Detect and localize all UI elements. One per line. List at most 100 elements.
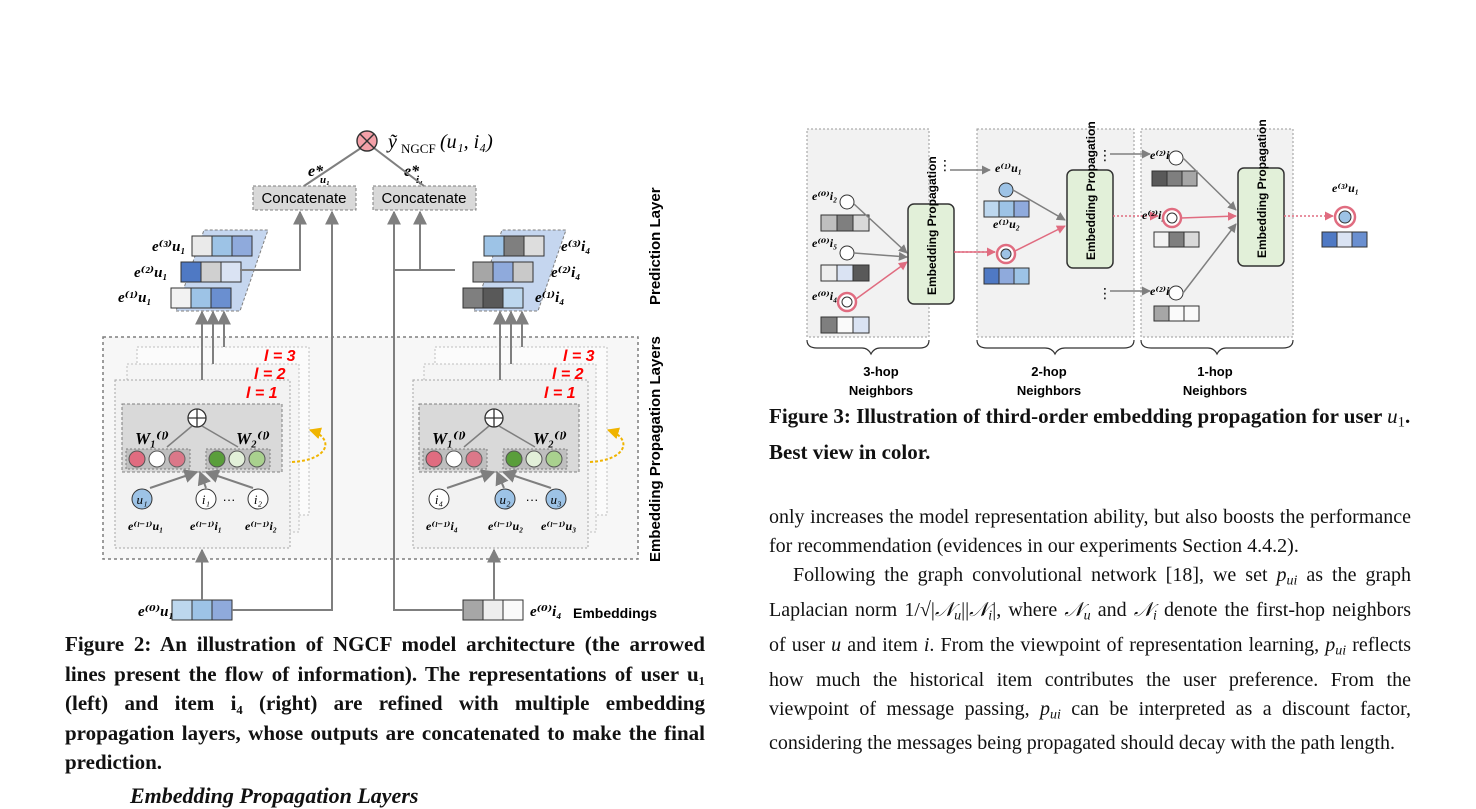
i-symbol: i [923, 633, 930, 656]
embedding-propagation-block-3 [1237, 167, 1285, 267]
left-base-label: e⁽⁰⁾u₁ [138, 604, 174, 620]
col3-label-i1: e⁽²⁾i₁ [1150, 148, 1174, 162]
p2-e: denote the first-hop neighbors of user [769, 599, 1412, 656]
hop2-neighbors: Neighbors [1017, 383, 1081, 398]
right-node-i4: i₄ [435, 492, 444, 507]
paragraph-1: only increases the model representation … [769, 506, 1411, 558]
p2-c: , where [996, 599, 1058, 622]
left-w2-label: W₂⁽ˡ⁾ [236, 429, 270, 448]
right-stack-label-1: e⁽¹⁾i₄ [535, 290, 565, 306]
col1-label-i4: e⁽⁰⁾i₄ [812, 289, 837, 303]
concatenate-right-box [372, 185, 477, 211]
right-stack-label-2: e⁽²⁾i₄ [551, 265, 581, 281]
left-stack-label-1: e⁽¹⁾u₁ [118, 290, 152, 306]
concatenate-right-label: Concatenate [381, 190, 466, 207]
left-recurrence-arrow [291, 427, 327, 463]
block-2-label: Embedding Propagation [1084, 121, 1098, 260]
left-sum-icon [187, 408, 207, 428]
panel-3-hop [806, 128, 930, 338]
p2-d: and [1097, 599, 1127, 622]
right-layer-label-1: l = 1 [544, 385, 576, 402]
right-base-label: e⁽⁰⁾i₄ [530, 604, 562, 620]
n-i-symbol: 𝒩i [1133, 599, 1157, 624]
figure-3-caption-part1: Figure 3: Illustration of third-order em… [769, 404, 1382, 428]
right-ellipsis: ··· [526, 492, 539, 507]
figure-3-caption-var: u [1387, 404, 1398, 428]
left-node-u1: u₁ [136, 492, 147, 507]
col1-label-i5: e⁽⁰⁾i₅ [812, 236, 837, 250]
block-1-label: Embedding Propagation [925, 156, 939, 295]
left-node-label-i2: e⁽ˡ⁻¹⁾i₂ [245, 519, 277, 533]
col3-bottom-ellipsis: ⋮ [1098, 285, 1112, 301]
left-node-i1: i₁ [202, 492, 210, 507]
p-ui-symbol-1: pui [1276, 564, 1298, 589]
prediction-layer-label: Prediction Layer [647, 187, 664, 305]
embedding-propagation-block-2 [1066, 169, 1114, 269]
hop1-label: 1-hop [1197, 364, 1232, 379]
col2-label-u1: e⁽¹⁾u₁ [995, 161, 1022, 175]
e-star-i-sub: i₄ [416, 174, 423, 186]
p2-a: Following the graph convolutional networ… [793, 564, 1268, 587]
brace-1-hop [1140, 339, 1294, 356]
right-sum-icon [484, 408, 504, 428]
embedding-propagation-block-1 [907, 203, 955, 305]
right-w2-label: W₂⁽ˡ⁾ [533, 429, 567, 448]
output-product-icon [356, 130, 378, 152]
hop2-label: 2-hop [1031, 364, 1066, 379]
next-section-heading: Embedding Propagation Layers [130, 783, 418, 809]
col3-label-i3: e⁽²⁾i₃ [1150, 284, 1174, 298]
p2-i: can be interpreted as a discount factor,… [769, 697, 1411, 755]
p2-b: as the graph Laplacian norm [769, 564, 1412, 622]
propagation-layers-label: Embedding Propagation Layers [647, 336, 664, 562]
output-label-u1: e⁽³⁾u₁ [1332, 181, 1359, 195]
left-w1-label: W₁⁽ˡ⁾ [135, 429, 169, 448]
p2-g: . From the viewpoint of representation l… [929, 633, 1320, 656]
left-layer-label-1: l = 1 [246, 385, 278, 402]
figure-2-caption-text: Figure 2: An illustration of NGCF model … [65, 632, 705, 774]
figure-2-caption: Figure 2: An illustration of NGCF model … [65, 630, 705, 778]
p2-h: reflects how much the historical item co… [769, 633, 1412, 720]
left-layer-stack [114, 346, 310, 549]
right-layer-label-3: l = 3 [563, 348, 595, 365]
embeddings-label: Embeddings [573, 605, 657, 621]
paragraph-2: Following the graph convolutional networ… [769, 561, 1411, 758]
p-ui-symbol-3: pui [1039, 697, 1061, 723]
right-base-embedding [462, 599, 524, 621]
right-recurrence-arrow [589, 427, 625, 463]
col1-label-i2: e⁽⁰⁾i₂ [812, 189, 837, 203]
p2-f: and item [847, 633, 918, 656]
concatenate-left-label: Concatenate [261, 190, 346, 207]
brace-2-hop [976, 339, 1135, 356]
hop3-neighbors: Neighbors [849, 383, 913, 398]
col2-label-u2: e⁽¹⁾u₂ [993, 217, 1020, 231]
right-layer-label-2: l = 2 [552, 366, 584, 383]
output-y-args: (u₁, i₄) [440, 131, 493, 153]
output-y-sub: NGCF [401, 141, 436, 156]
right-node-label-u3: e⁽ˡ⁻¹⁾u₃ [541, 519, 576, 533]
left-stack-embeddings [170, 235, 253, 309]
right-stack-label-3: e⁽³⁾i₄ [561, 239, 591, 255]
e-star-i-label: e* [404, 163, 420, 180]
hop1-neighbors: Neighbors [1183, 383, 1247, 398]
left-ellipsis: ··· [223, 492, 236, 507]
figure-3-caption-sub: 1 [1397, 414, 1406, 431]
right-node-u2: u₂ [499, 492, 511, 507]
col3-top-ellipsis: ⋮ [1098, 147, 1112, 163]
right-node-label-u2: e⁽ˡ⁻¹⁾u₂ [488, 519, 523, 533]
right-w1-label: W₁⁽ˡ⁾ [432, 429, 466, 448]
left-layer-label-3: l = 3 [264, 348, 296, 365]
right-stack-embeddings [462, 235, 545, 309]
body-text: only increases the model representation … [769, 503, 1411, 759]
figure-3-caption-part2: . Best view in color. [769, 404, 1411, 465]
figure-2-ngcf-architecture: l = 3 l = 2 l = 1 l = 3 l = 2 l = 1 W₁⁽ˡ… [102, 130, 664, 621]
left-stack-label-3: e⁽³⁾u₁ [152, 239, 186, 255]
brace-3-hop [806, 339, 930, 356]
block-3-label: Embedding Propagation [1255, 120, 1269, 258]
figure-3-third-order-propagation: e⁽⁰⁾i₂ e⁽⁰⁾i₅ e⁽⁰⁾i₄ Embedding Propagati… [806, 120, 1368, 398]
next-section-heading-text: Embedding Propagation Layers [130, 783, 419, 808]
p-ui-symbol-2: pui [1325, 633, 1347, 659]
left-layer-label-2: l = 2 [254, 366, 286, 383]
left-node-i2: i₂ [254, 492, 263, 507]
e-star-u-sub: u₁ [320, 174, 330, 186]
figure-3-caption: Figure 3: Illustration of third-order em… [769, 402, 1414, 468]
